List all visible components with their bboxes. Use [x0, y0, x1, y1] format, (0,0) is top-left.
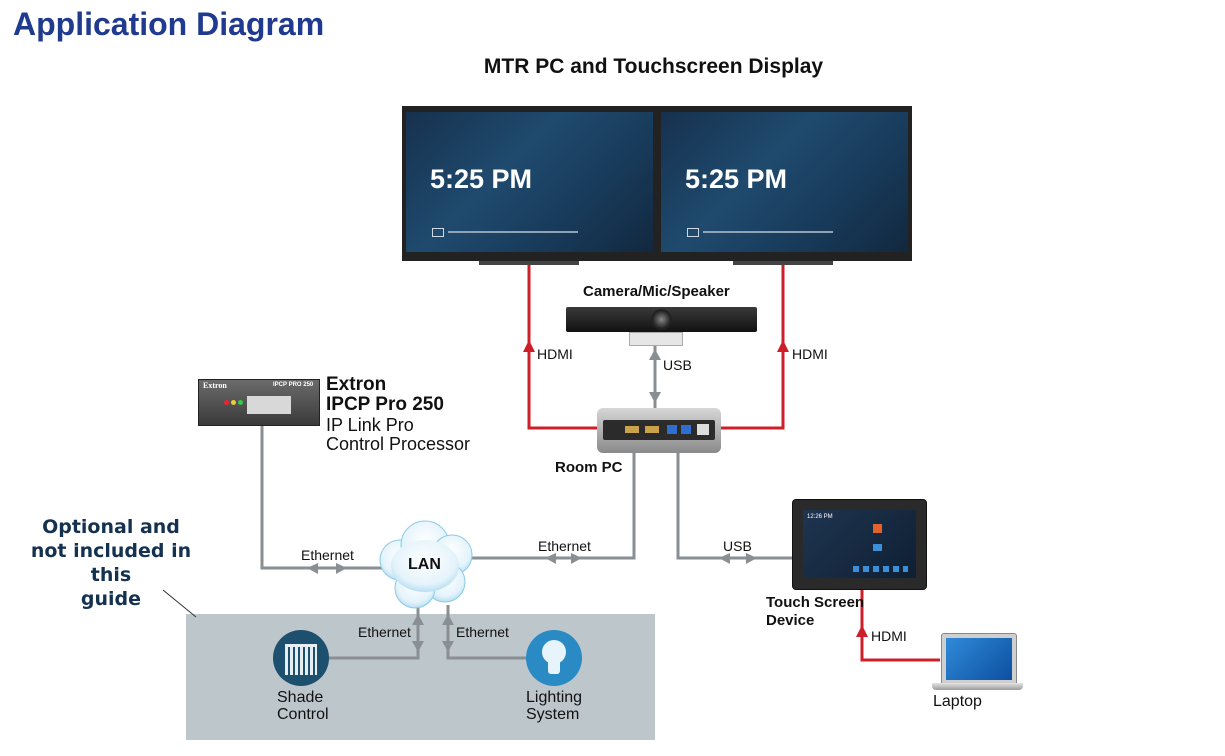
- extron-status-led-red: [224, 400, 229, 405]
- lightbulb-glass: [542, 640, 566, 664]
- room-pc-port-hdmi-2: [645, 426, 659, 433]
- display-left-cast-icon: [432, 228, 444, 237]
- extron-status-led-yellow: [231, 400, 236, 405]
- lighting-label: Lighting System: [526, 689, 582, 723]
- touch-screen-device: 12:26 PM: [792, 499, 927, 590]
- lan-label: LAN: [408, 556, 441, 573]
- extron-device-model: IPCP PRO 250: [273, 382, 314, 388]
- usb-arrow-touch-1: [719, 553, 730, 564]
- extron-desc-line2: Control Processor: [326, 434, 471, 454]
- laptop-icon: [941, 633, 1017, 685]
- optional-note-line1: Optional and: [42, 516, 180, 538]
- shade-label: Shade Control: [277, 689, 329, 723]
- room-pc-port-usb-1: [667, 425, 677, 434]
- camera-lens-icon: [651, 309, 672, 330]
- display-right: 5:25 PM: [657, 106, 912, 261]
- display-right-cast-text: [703, 231, 833, 233]
- extron-device-badge: Extron: [203, 381, 227, 390]
- extron-status-led-green: [238, 400, 243, 405]
- display-right-time: 5:25 PM: [685, 164, 788, 194]
- ethernet-arrow-pc-1: [545, 553, 556, 564]
- display-right-stand: [733, 261, 833, 265]
- touch-screen-buttons: [853, 566, 908, 572]
- extron-name: Extron IPCP Pro 250: [326, 375, 444, 415]
- hdmi-arrow-right: [777, 340, 789, 352]
- extron-name-line1: Extron: [326, 374, 387, 395]
- ethernet-arrow-shade-up: [412, 614, 424, 625]
- usb-touch-label: USB: [723, 538, 752, 554]
- hdmi-line-laptop: [860, 586, 940, 662]
- laptop-base: [932, 683, 1023, 690]
- touch-screen-label-line2: Device: [766, 612, 815, 629]
- ethernet-arrow-extron-1: [307, 563, 318, 574]
- ethernet-arrow-lighting-down: [442, 641, 454, 652]
- ethernet-lighting-label: Ethernet: [456, 624, 509, 640]
- optional-note-line2: not included in this: [30, 540, 192, 586]
- display-left-screen: 5:25 PM: [406, 112, 653, 252]
- hdmi-line-left: [527, 265, 600, 430]
- touch-screen-label-line1: Touch Screen: [766, 594, 865, 611]
- camera-mount: [629, 332, 683, 346]
- usb-arrow-touch-2: [746, 553, 757, 564]
- lighting-label-line1: Lighting: [526, 689, 583, 706]
- hdmi-left-label: HDMI: [537, 346, 573, 362]
- shade-icon: [273, 630, 329, 686]
- optional-note: Optional and not included in this guide: [8, 515, 214, 611]
- lighting-icon: [526, 630, 582, 686]
- camera-bar: [566, 307, 757, 332]
- ethernet-arrow-shade-down: [412, 641, 424, 652]
- hdmi-arrow-laptop: [856, 625, 868, 637]
- extron-desc-line1: IP Link Pro: [326, 415, 414, 435]
- shade-label-line2: Control: [277, 706, 329, 723]
- ethernet-arrow-lighting-up: [442, 614, 454, 625]
- extron-name-line2: IPCP Pro 250: [326, 394, 444, 415]
- room-pc-port-ethernet: [697, 424, 709, 435]
- ethernet-arrow-pc-2: [571, 553, 582, 564]
- laptop-screen: [946, 638, 1012, 680]
- lighting-label-line2: System: [526, 706, 580, 723]
- room-pc-port-usb-2: [681, 425, 691, 434]
- optional-note-line3: guide: [80, 588, 142, 610]
- extron-description: IP Link Pro Control Processor: [326, 416, 470, 454]
- laptop-label: Laptop: [933, 693, 982, 710]
- diagram-subtitle: MTR PC and Touchscreen Display: [483, 55, 824, 78]
- usb-arrow-camera: [649, 349, 661, 360]
- display-left-stand: [479, 261, 579, 265]
- hdmi-laptop-label: HDMI: [871, 628, 907, 644]
- extron-device: Extron IPCP PRO 250: [198, 379, 320, 426]
- touch-screen-tile-orange: [873, 524, 882, 533]
- ethernet-pc-label: Ethernet: [538, 538, 591, 554]
- room-pc-port-hdmi-1: [625, 426, 639, 433]
- usb-arrow-camera-down: [649, 392, 661, 403]
- camera-label: Camera/Mic/Speaker: [583, 283, 730, 300]
- optional-callout-line: [162, 589, 197, 618]
- usb-camera-label: USB: [663, 357, 692, 373]
- page-title: Application Diagram: [13, 6, 325, 42]
- ethernet-extron-label: Ethernet: [301, 547, 354, 563]
- room-pc-front-panel: [603, 420, 715, 440]
- extron-port-bank: [247, 396, 291, 414]
- touch-screen-display: 12:26 PM: [803, 510, 916, 578]
- ethernet-arrow-extron-2: [336, 563, 347, 574]
- hdmi-right-label: HDMI: [792, 346, 828, 362]
- hdmi-arrow-left: [523, 340, 535, 352]
- room-pc-label: Room PC: [555, 459, 623, 476]
- display-right-cast-icon: [687, 228, 699, 237]
- shade-blind-graphic: [285, 644, 317, 675]
- display-left-cast-text: [448, 231, 578, 233]
- optional-area: [186, 614, 655, 740]
- display-left: 5:25 PM: [402, 106, 657, 261]
- shade-label-line1: Shade: [277, 689, 324, 706]
- ethernet-shade-label: Ethernet: [358, 624, 411, 640]
- lightbulb-base: [548, 662, 560, 674]
- touch-screen-label: Touch Screen Device: [766, 594, 864, 630]
- ethernet-line-pc: [465, 452, 636, 560]
- room-pc-device: [597, 408, 721, 453]
- touch-screen-tile-blue: [873, 544, 882, 551]
- display-left-time: 5:25 PM: [430, 164, 533, 194]
- hdmi-line-right: [720, 265, 785, 430]
- touch-screen-time: 12:26 PM: [807, 514, 833, 520]
- display-right-screen: 5:25 PM: [661, 112, 908, 252]
